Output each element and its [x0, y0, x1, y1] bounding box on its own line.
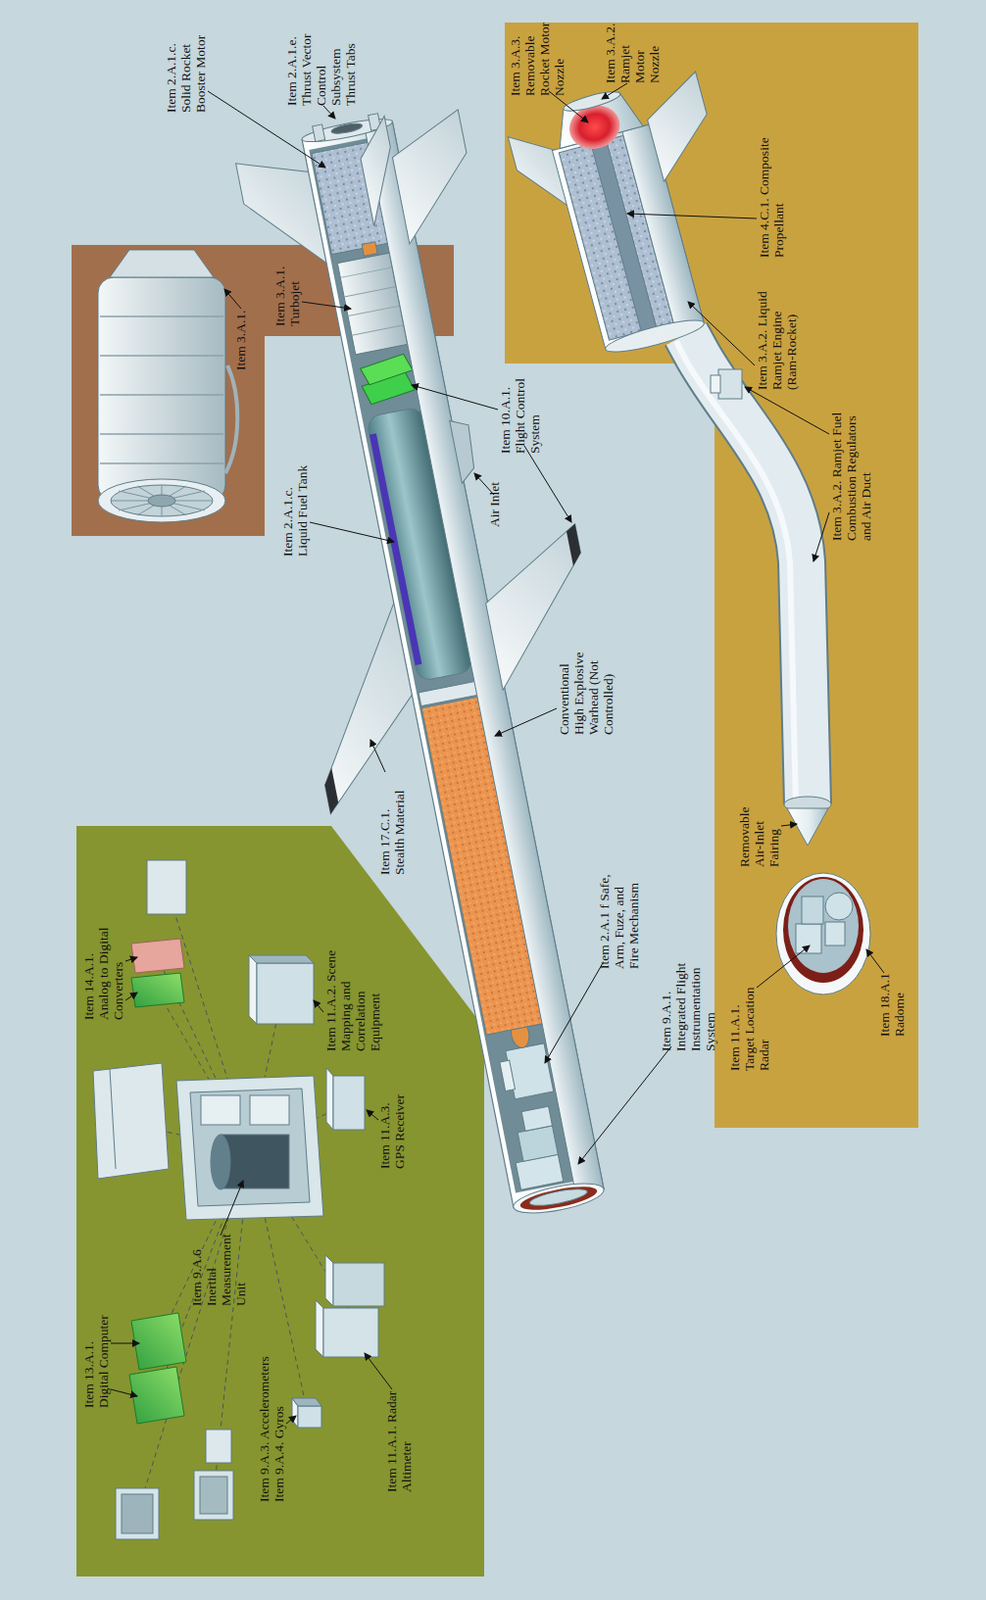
callout-label: Item 2.A.1.c. Solid Rocket Booster Motor — [163, 19, 208, 113]
cruise-missile — [291, 591, 440, 815]
part-label: Item 3.A.2. Ramjet Fuel Combustion Regul… — [829, 408, 874, 542]
cruise-missile — [499, 1060, 516, 1091]
cruise-missile — [505, 1043, 554, 1100]
cruise-missile — [365, 406, 474, 683]
part-label: Item 3.A.3. Removable Rocket Motor Nozzl… — [507, 19, 567, 97]
cruise-missile — [311, 142, 390, 255]
leader-line — [323, 105, 336, 119]
cruise-missile — [353, 116, 405, 227]
inset-panel: Item 3.A.1. Item 3.A.1. Turbojet — [71, 245, 454, 537]
cruise-missile — [508, 1019, 532, 1050]
panel-shape — [71, 245, 454, 537]
cruise-missile — [369, 433, 422, 666]
cruise-missile — [565, 524, 584, 567]
cruise-missile — [386, 109, 483, 245]
panel-shape — [76, 826, 485, 1578]
cruise-missile — [528, 1185, 589, 1209]
part-label: Item 3.A.2. Ramjet Motor Nozzle — [602, 18, 662, 84]
callout-label: Item 2.A.1.e. Thrust Vector Control Subs… — [284, 12, 358, 106]
leader-line — [309, 522, 395, 543]
part-label: Item 11.A.3. GPS Receiver — [377, 1081, 407, 1170]
panel-shape — [504, 22, 919, 1129]
callout-label: Item 2.A.1.c. Liquid Fuel Tank — [280, 448, 310, 557]
callout-label: Item 10.A.1. Flight Control System — [497, 365, 543, 454]
cruise-missile — [358, 352, 414, 387]
cruise-missile — [360, 370, 416, 406]
panel-shape — [71, 245, 454, 537]
part-label: Item 3.A.1. — [233, 292, 248, 371]
callout-label: Air Inlet — [487, 468, 502, 528]
callout-label: Item 17.C.1. Stealth Material — [377, 772, 407, 876]
leader-line — [370, 739, 386, 773]
leader-line — [411, 385, 498, 410]
cruise-missile — [518, 1182, 599, 1215]
cruise-missile — [449, 417, 480, 484]
leader-line — [544, 963, 603, 1064]
inset-panel: Item 13.A.1. Digital Computer Item 14.A.1… — [76, 826, 485, 1578]
panel-shape — [504, 22, 919, 1129]
callout-label: Item 2.A.1 f Safe, Arm, Fuze, and Fire M… — [596, 863, 641, 970]
part-label: Item 11.A.1. Target Location Radar — [727, 973, 772, 1072]
cruise-missile — [511, 1178, 607, 1220]
part-label: Item 14.A.1. Analog to Digital Converter… — [81, 914, 126, 1021]
cruise-missile — [517, 1126, 558, 1162]
part-label: Item 9.A.3. Accelerometers Item 9.A.4. G… — [256, 1340, 287, 1503]
cruise-missile — [312, 124, 326, 143]
cruise-missile — [515, 1154, 564, 1190]
part-label: Item 11.A.1. Radar Altimeter — [384, 1384, 414, 1493]
inset-panel: Item 3.A.3. Removable Rocket Motor Nozzl… — [504, 22, 919, 1129]
callout-label: Conventional High Explosive Warhead (Not… — [556, 637, 616, 736]
part-label: Item 3.A.2. Liquid Ramjet Engine (Ram-Ro… — [754, 284, 799, 391]
cruise-missile — [368, 113, 382, 132]
cruise-missile — [300, 114, 395, 147]
cruise-missile — [330, 121, 363, 136]
part-label: Item 9.A.6 Inertial Measurement Unit — [189, 1232, 248, 1307]
part-label: Item 13.A.1. Digital Computer — [81, 1310, 111, 1409]
leader-line — [494, 708, 557, 737]
cruise-missile — [521, 1106, 552, 1132]
part-label: Item 3.A.1. Turbojet — [272, 252, 302, 327]
callout-label: Item 9.A.1. Integrated Flight Instrument… — [658, 941, 718, 1052]
part-label: Item 18.A.1 Radome — [877, 958, 907, 1037]
cruise-missile — [321, 768, 341, 815]
part-label: Item 11.A.2. Scene Mapping and Correlati… — [323, 948, 383, 1052]
leader-line — [524, 445, 572, 523]
part-label: Removable Air-Inlet Fairing — [737, 796, 782, 868]
part-label: Item 4.C.1. Composite Propellant — [756, 132, 787, 258]
cruise-missile — [418, 681, 480, 706]
leader-line — [578, 1046, 672, 1165]
